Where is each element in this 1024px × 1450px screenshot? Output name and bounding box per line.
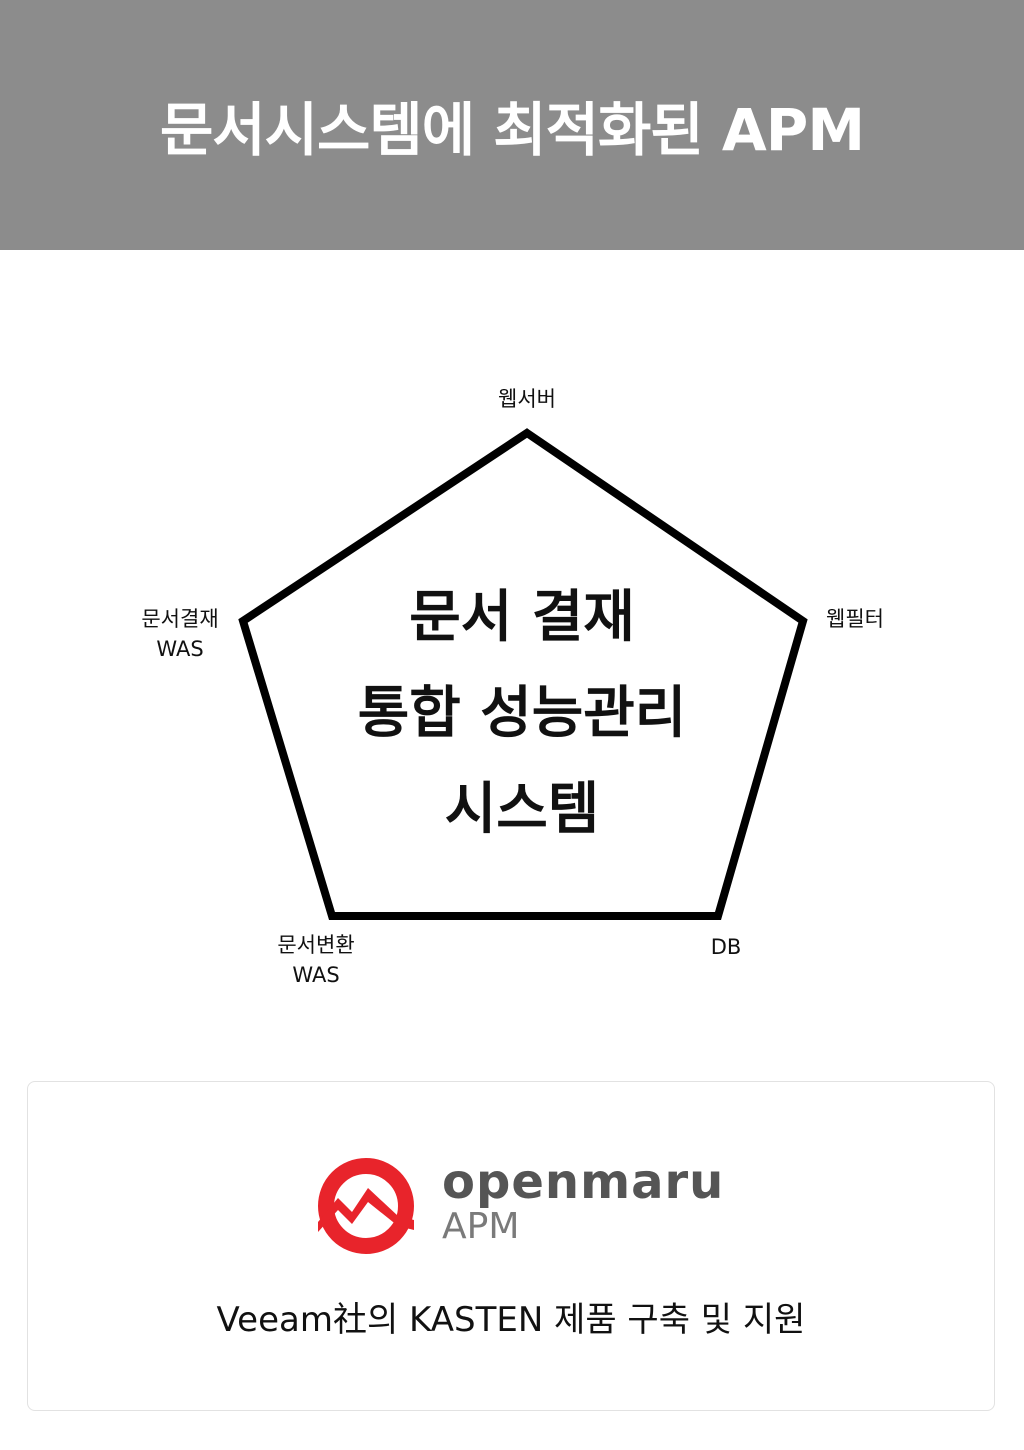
vertex-label-right: 웹필터 [826, 607, 884, 631]
page-title: 문서시스템에 최적화된 APM [159, 96, 865, 164]
diagram-center-text: 문서 결재 통합 성능관리 시스템 [262, 570, 782, 858]
center-line-3: 시스템 [444, 777, 600, 842]
openmaru-logo-icon [318, 1158, 414, 1254]
card-caption: Veeam社의 KASTEN 제품 구축 및 지원 [216, 1300, 806, 1340]
page-header: 문서시스템에 최적화된 APM [0, 0, 1024, 250]
vertex-label-top: 웹서버 [498, 387, 556, 411]
vertex-label-bottom-right: DB [710, 935, 742, 959]
brand-sub: APM [442, 1206, 520, 1247]
pentagon-shape [238, 428, 808, 920]
pentagon-diagram: 웹서버 웹필터 DB 문서변환 WAS 문서결재 WAS 문서 결재 통합 성능… [0, 250, 1024, 1050]
center-line-2: 통합 성능관리 [357, 681, 687, 746]
vendor-card: openmaru APM Veeam社의 KASTEN 제품 구축 및 지원 [27, 1081, 995, 1411]
brand-name: openmaru [442, 1154, 725, 1210]
vertex-label-bottom-left: 문서변환 WAS [277, 933, 355, 987]
vertex-label-left: 문서결재 WAS [141, 607, 219, 661]
center-line-1: 문서 결재 [409, 585, 635, 650]
